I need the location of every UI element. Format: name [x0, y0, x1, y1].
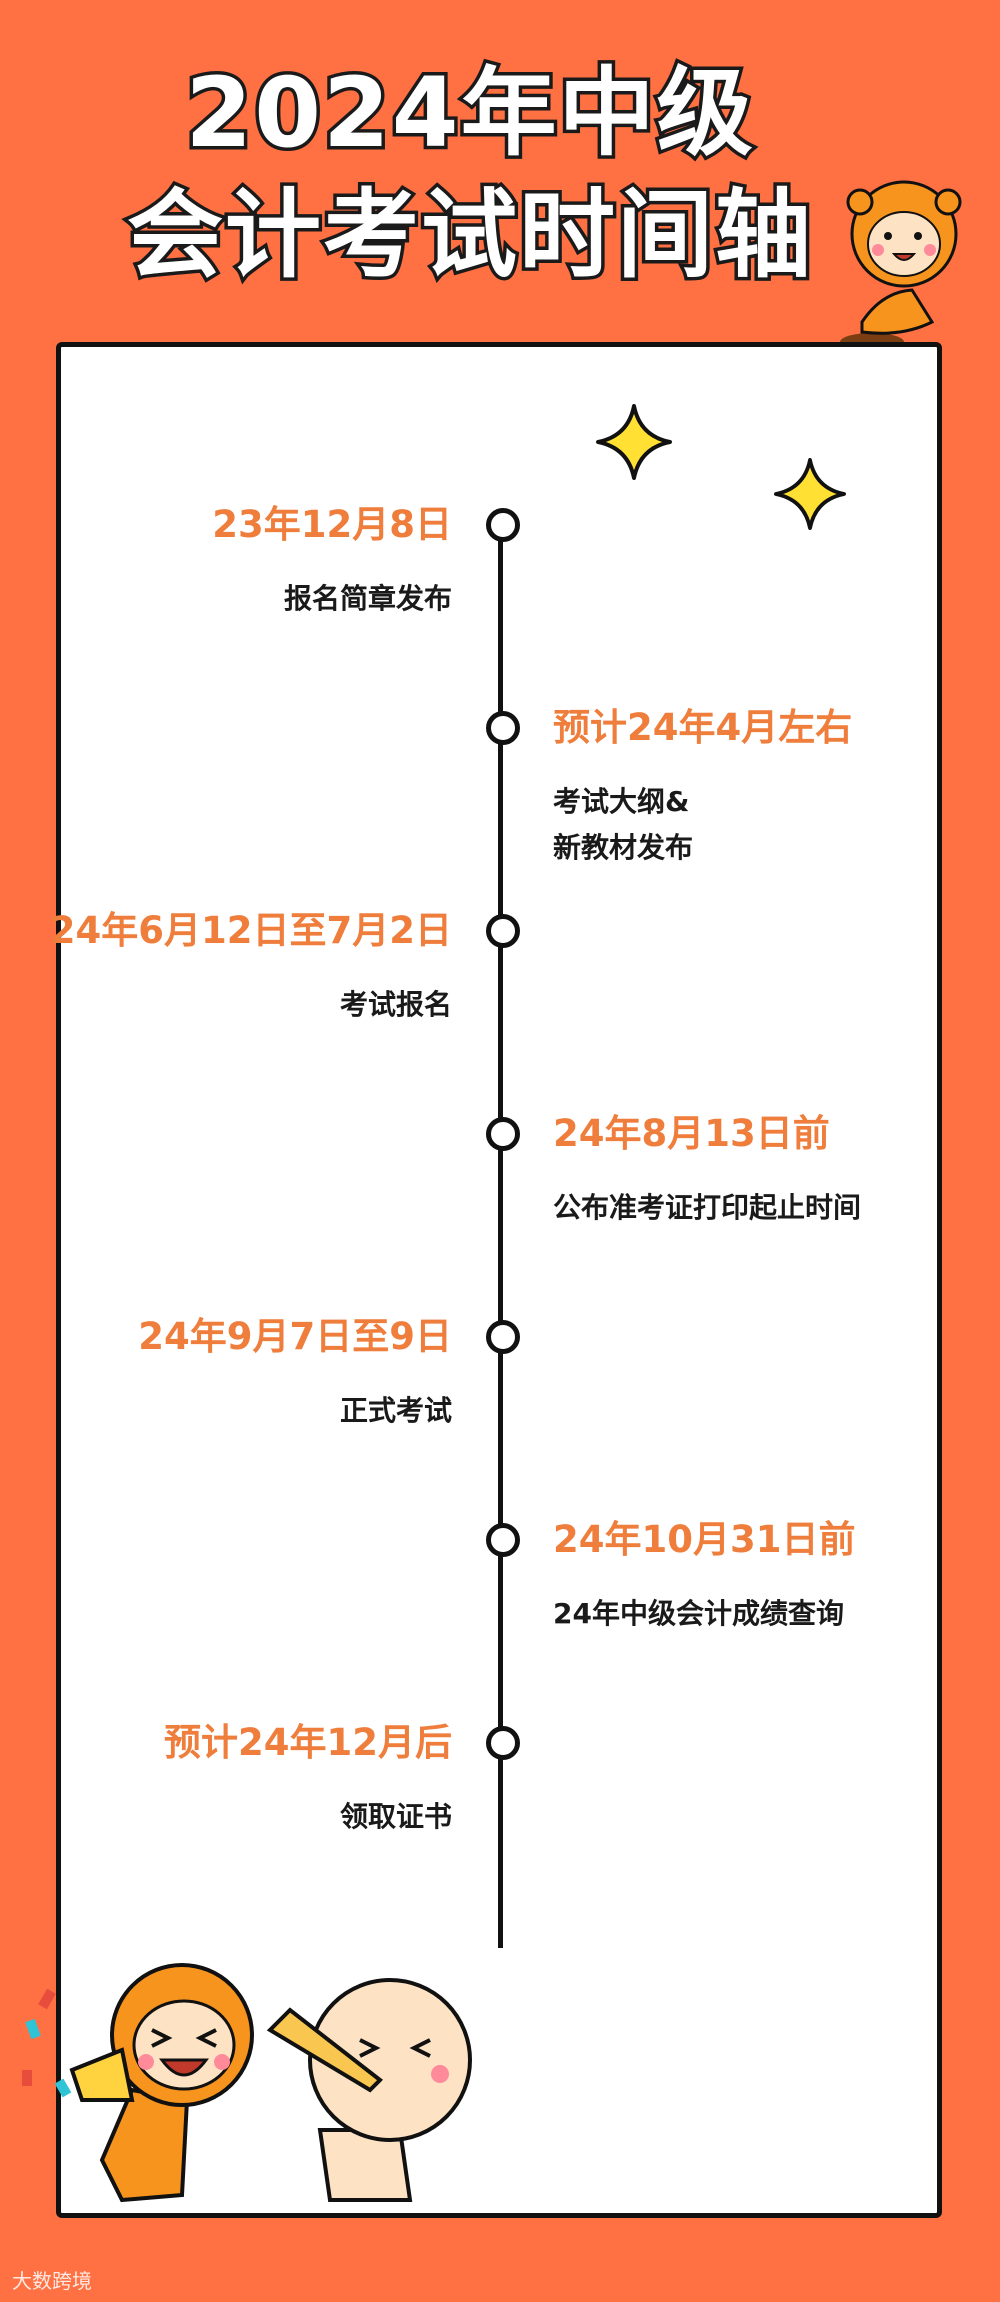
timeline-description: 24年中级会计成绩查询 — [553, 1597, 844, 1630]
timeline-description: 正式考试 — [339, 1394, 452, 1427]
watermark: 大数跨境 — [12, 2269, 92, 2293]
timeline-date: 24年9月7日至9日 — [138, 1315, 452, 1358]
timeline-date: 24年8月13日前 — [553, 1112, 830, 1155]
timeline-description: 考试报名 — [339, 988, 452, 1021]
timeline-date: 24年10月31日前 — [553, 1518, 856, 1561]
orange-mascot-icon — [840, 180, 962, 351]
timeline-node — [486, 914, 520, 948]
timeline-description: 新教材发布 — [553, 831, 694, 864]
timeline-node — [486, 1726, 520, 1760]
timeline-description: 考试大纲& — [553, 785, 690, 818]
orange-mascot-with-megaphone-icon — [22, 1963, 254, 2203]
timeline-node — [486, 508, 520, 542]
white-mascot-with-trumpet-icon — [266, 1978, 472, 2202]
timeline-line — [498, 520, 503, 1948]
timeline-date: 23年12月8日 — [212, 503, 452, 546]
timeline-node — [486, 711, 520, 745]
timeline-node — [486, 1117, 520, 1151]
timeline-description: 公布准考证打印起止时间 — [553, 1191, 862, 1224]
timeline-date: 24年6月12日至7月2日 — [49, 909, 452, 952]
timeline-node — [486, 1320, 520, 1354]
sparkle-icon — [774, 458, 846, 530]
page-title-line-2: 会计考试时间轴 — [124, 177, 815, 294]
timeline-date: 预计24年4月左右 — [553, 706, 853, 749]
page-title-line-1: 2024年中级 — [182, 55, 756, 172]
sparkle-icon — [596, 404, 672, 480]
timeline-date: 预计24年12月后 — [164, 1721, 452, 1764]
timeline-description: 领取证书 — [339, 1800, 452, 1833]
timeline-description: 报名简章发布 — [283, 582, 452, 615]
timeline-node — [486, 1523, 520, 1557]
